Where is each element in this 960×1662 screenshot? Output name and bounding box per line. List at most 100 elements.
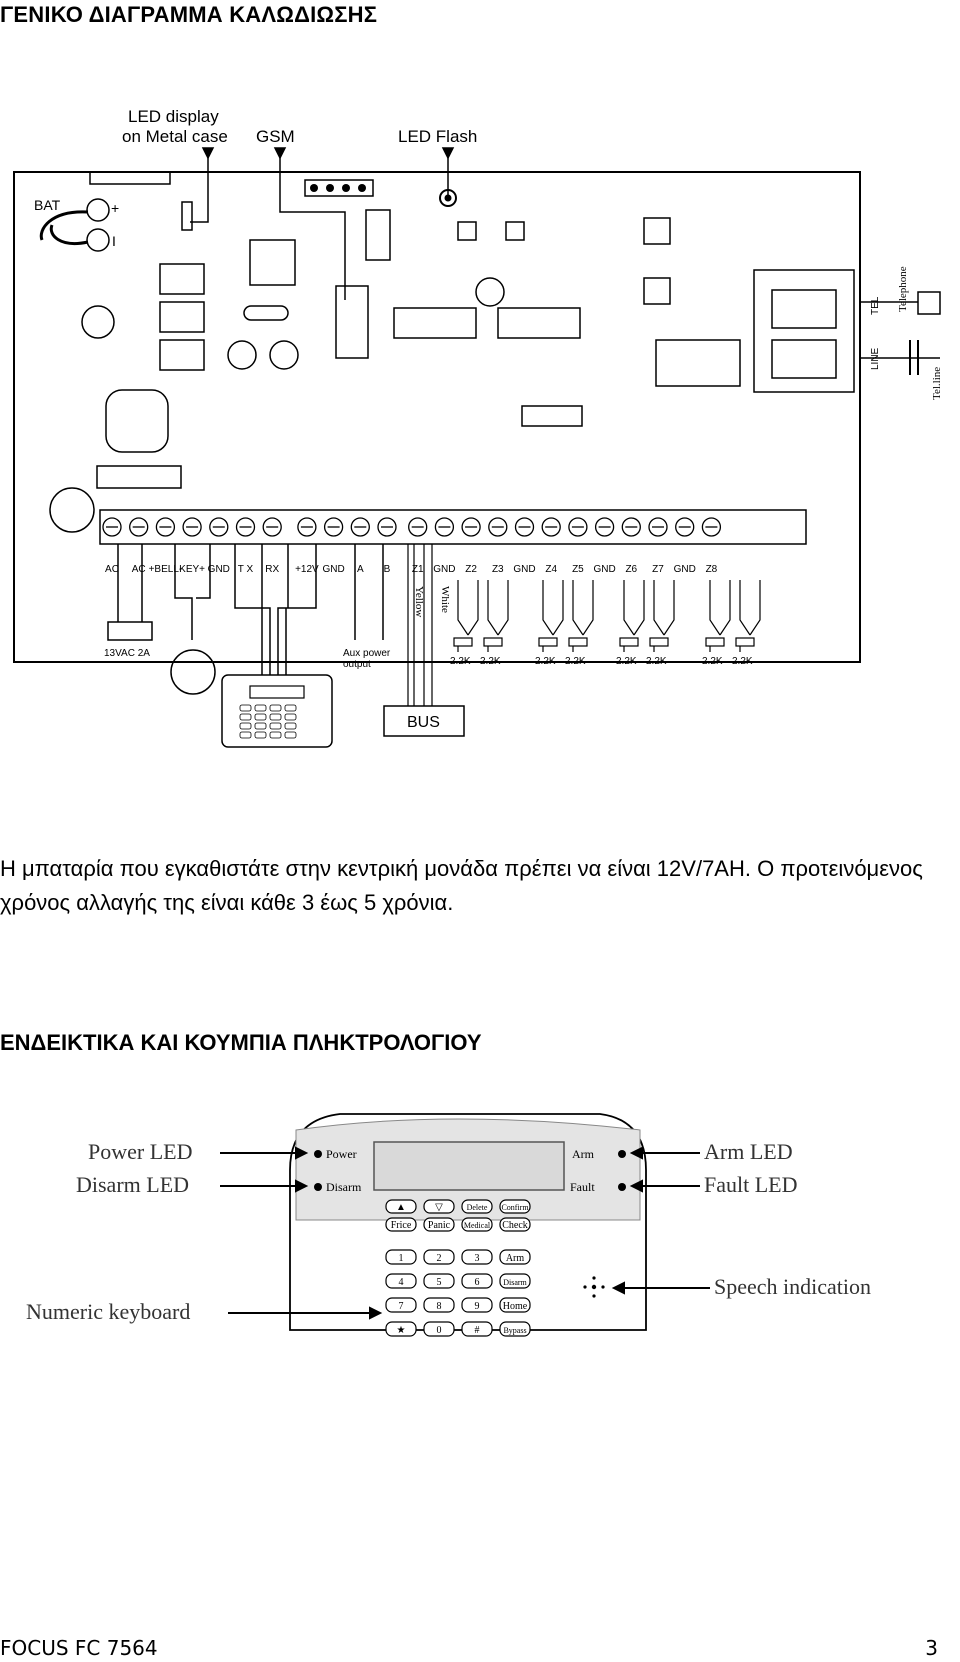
terminal-screw — [675, 517, 695, 537]
terminal-screw — [102, 517, 122, 537]
function-key[interactable]: ▲ — [385, 1199, 417, 1214]
terminal-label: KEY+ — [179, 564, 205, 575]
callout-led-flash: LED Flash — [398, 127, 477, 146]
svg-text:Panic: Panic — [428, 1220, 451, 1231]
function-key[interactable]: Frice — [385, 1217, 417, 1232]
terminal-label: RX — [265, 564, 279, 575]
terminal-screw — [297, 517, 317, 537]
numeric-key[interactable]: 7 — [385, 1297, 417, 1313]
numeric-key[interactable]: Disarm — [499, 1273, 531, 1289]
terminal-label: GND — [433, 564, 455, 575]
speaker-dots — [583, 1276, 605, 1298]
resistor-label: 2.2K — [702, 656, 723, 667]
transformer — [107, 621, 153, 641]
numeric-key[interactable]: 4 — [385, 1273, 417, 1289]
numeric-key[interactable]: Arm — [499, 1249, 531, 1265]
function-key[interactable]: Check — [499, 1217, 531, 1232]
callout-led-display-2: on Metal case — [122, 127, 228, 146]
svg-text:5: 5 — [437, 1277, 442, 1288]
svg-text:+: + — [111, 200, 119, 216]
terminal-screw — [488, 517, 508, 537]
disarm-led — [314, 1183, 322, 1191]
svg-text:Frice: Frice — [391, 1220, 412, 1231]
arm-led — [618, 1150, 626, 1158]
function-key[interactable]: Medical — [461, 1217, 493, 1232]
fault-led — [618, 1183, 626, 1191]
power-led — [314, 1150, 322, 1158]
terminal-label: GND — [593, 564, 615, 575]
numeric-key[interactable]: 6 — [461, 1273, 493, 1289]
function-key[interactable]: Delete — [461, 1199, 493, 1214]
terminal-label: A — [357, 564, 364, 575]
terminal-label: T X — [238, 564, 254, 575]
terminal-label: GND — [322, 564, 344, 575]
function-key[interactable]: Panic — [423, 1217, 455, 1232]
terminal-screw — [408, 517, 428, 537]
terminal-strip — [99, 509, 807, 545]
terminal-screw — [235, 517, 256, 537]
numeric-key[interactable]: 1 — [385, 1249, 417, 1265]
terminal-screw — [350, 517, 370, 537]
zone-resistor: 2.2K — [450, 580, 479, 667]
numeric-key[interactable]: 2 — [423, 1249, 455, 1265]
bat-label: BAT — [34, 197, 61, 213]
numeric-key[interactable]: 5 — [423, 1273, 455, 1289]
svg-text:Power: Power — [326, 1147, 357, 1161]
svg-text:6: 6 — [475, 1277, 480, 1288]
callout-disarm-led: Disarm LED — [76, 1172, 189, 1197]
zone-resistor: 2.2K — [535, 580, 564, 667]
aux-label-2: output — [343, 659, 371, 670]
function-key[interactable]: ▽ — [423, 1199, 455, 1214]
battery-paragraph: Η μπαταρία που εγκαθιστάτε στην κεντρική… — [0, 856, 923, 915]
numeric-key[interactable]: Home — [499, 1297, 531, 1313]
terminal-screw — [434, 517, 455, 537]
siren — [170, 649, 216, 695]
numeric-key[interactable]: 9 — [461, 1297, 493, 1313]
callout-speech-indication: Speech indication — [714, 1274, 871, 1299]
zone-resistor: 2.2K — [480, 580, 509, 667]
function-key[interactable]: Confirm — [499, 1199, 531, 1214]
zone-resistor: 2.2K — [732, 580, 761, 667]
terminal-screw — [648, 517, 668, 537]
resistor-label: 2.2K — [450, 656, 471, 667]
wiring-diagram: LED display on Metal case GSM LED Flash … — [13, 107, 943, 748]
terminal-screw — [701, 517, 722, 537]
terminal-screw — [155, 517, 176, 537]
numeric-key[interactable]: Bypass — [499, 1321, 531, 1337]
svg-text:Home: Home — [503, 1301, 528, 1312]
terminal-screw — [514, 517, 535, 537]
terminal-label: Z1 — [412, 564, 424, 575]
svg-text:Arm: Arm — [572, 1147, 595, 1161]
terminal-label: Z8 — [706, 564, 718, 575]
terminal-label: Z3 — [492, 564, 504, 575]
resistor-label: 2.2K — [732, 656, 753, 667]
terminal-screw — [129, 517, 149, 537]
svg-text:8: 8 — [437, 1301, 442, 1312]
terminal-label: GND — [513, 564, 535, 575]
main-board — [13, 171, 861, 663]
svg-text:7: 7 — [399, 1301, 404, 1312]
callout-fault-led: Fault LED — [704, 1172, 798, 1197]
svg-text:Disarm: Disarm — [503, 1278, 527, 1287]
svg-text:3: 3 — [475, 1253, 480, 1264]
svg-text:TEL: TEL — [870, 296, 881, 315]
terminal-screw — [541, 517, 561, 537]
numeric-key[interactable]: ★ — [385, 1321, 417, 1337]
svg-text:#: # — [475, 1325, 480, 1336]
numeric-key[interactable]: # — [461, 1321, 493, 1337]
svg-text:Tel.line: Tel.line — [931, 367, 943, 400]
numeric-key[interactable]: 3 — [461, 1249, 493, 1265]
zone-resistor: 2.2K — [702, 580, 731, 667]
lcd-display — [373, 1141, 565, 1191]
terminal-label: +12V — [295, 564, 319, 575]
terminal-screw — [621, 517, 641, 537]
terminal-screw — [182, 517, 202, 537]
numeric-key[interactable]: 0 — [423, 1321, 455, 1337]
terminal-label: GND — [208, 564, 230, 575]
terminal-label: +BELL- — [149, 564, 183, 575]
numeric-key[interactable]: 8 — [423, 1297, 455, 1313]
